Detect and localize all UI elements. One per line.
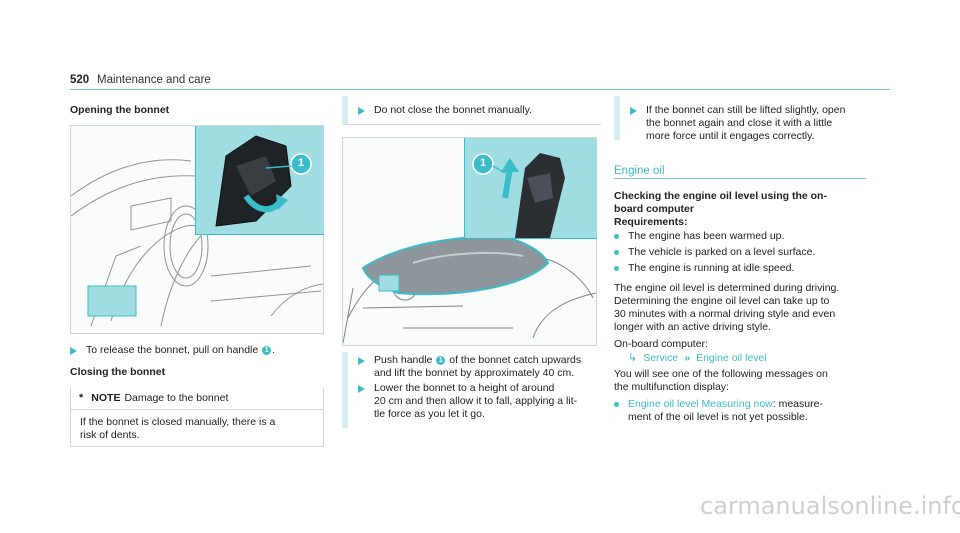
step-release-bonnet: To release the bonnet, pull on handle 1. (70, 344, 275, 357)
bullet-icon (614, 402, 619, 407)
step-lower-bonnet: Lower the bonnet to a height of around 2… (348, 380, 601, 421)
message-label: Engine oil level Measuring now (628, 398, 773, 410)
onboard-label: On-board computer: (614, 338, 708, 350)
messages-paragraph: You will see one of the following messag… (614, 368, 828, 393)
figure-interior-handle: 1 (70, 125, 324, 334)
bullet-icon (614, 234, 619, 239)
list-item: The vehicle is parked on a level surface… (614, 246, 869, 259)
note-header: * NOTE Damage to the bonnet (71, 388, 323, 410)
bullet-icon (614, 266, 619, 271)
message-item: Engine oil level Measuring now: measure-… (614, 398, 872, 424)
handle-closeup-illustration (215, 135, 312, 227)
list-item: The engine is running at idle speed. (614, 262, 869, 275)
bullet-icon (614, 250, 619, 255)
callout-1-label: 1 (298, 157, 305, 169)
step-arrow-icon (358, 385, 365, 393)
interior-illustration (70, 159, 324, 327)
list-item: The engine has been warmed up. (614, 230, 869, 243)
callout-1-icon: 1 (436, 356, 446, 365)
subsection-title: Checking the engine oil level using the … (614, 190, 827, 228)
step-open-again: If the bonnet can still be lifted slight… (620, 96, 872, 143)
step-top-box-col3: If the bonnet can still be lifted slight… (614, 96, 872, 143)
engine-oil-title: Engine oil (614, 165, 665, 177)
car-front-illustration (342, 236, 597, 344)
requirements-list: The engine has been warmed up. The vehic… (614, 230, 869, 275)
opening-title: Opening the bonnet (70, 104, 170, 116)
menu-item-engine-oil-level: Engine oil level (696, 352, 767, 364)
step-top-box: Do not close the bonnet manually. (342, 96, 601, 125)
note-body: If the bonnet is closed manually, there … (80, 416, 276, 441)
requirements-label: Requirements: (614, 216, 688, 228)
watermark: carmanualsonline.info (700, 492, 960, 520)
header-rule (70, 89, 890, 90)
page-number: 520 (70, 74, 90, 86)
note-title: Damage to the bonnet (124, 392, 229, 404)
step-arrow-icon (630, 107, 637, 115)
oil-level-paragraph: The engine oil level is determined durin… (614, 282, 840, 333)
step-do-not-close: Do not close the bonnet manually. (374, 104, 532, 116)
step-push-handle: Push handle 1 of the bonnet catch upward… (348, 352, 601, 380)
catch-closeup-illustration (472, 153, 565, 238)
callout-1-icon: 1 (262, 346, 272, 355)
note-label: NOTE (91, 392, 121, 404)
step-arrow-icon (358, 357, 365, 365)
steps-bonnet-box: Push handle 1 of the bonnet catch upward… (342, 352, 601, 428)
step-arrow-icon (358, 107, 365, 115)
menu-chevron-icon: » (684, 352, 691, 364)
menu-path: ↳ Service » Engine oil level (628, 352, 767, 365)
note-box: * NOTE Damage to the bonnet If the bonne… (70, 388, 324, 447)
note-icon: * (79, 392, 84, 404)
menu-return-arrow-icon: ↳ (628, 352, 638, 364)
section-rule (614, 178, 866, 179)
figure-bonnet-catch: 1 (342, 137, 597, 346)
inset-handle-closeup: 1 (195, 126, 324, 235)
step-arrow-icon (70, 347, 77, 355)
section-header-title: Maintenance and care (97, 74, 211, 86)
closing-title: Closing the bonnet (70, 366, 166, 378)
menu-item-service: Service (643, 352, 679, 364)
callout-1-label-fig2: 1 (480, 157, 487, 169)
inset-catch-closeup: 1 (464, 138, 597, 239)
